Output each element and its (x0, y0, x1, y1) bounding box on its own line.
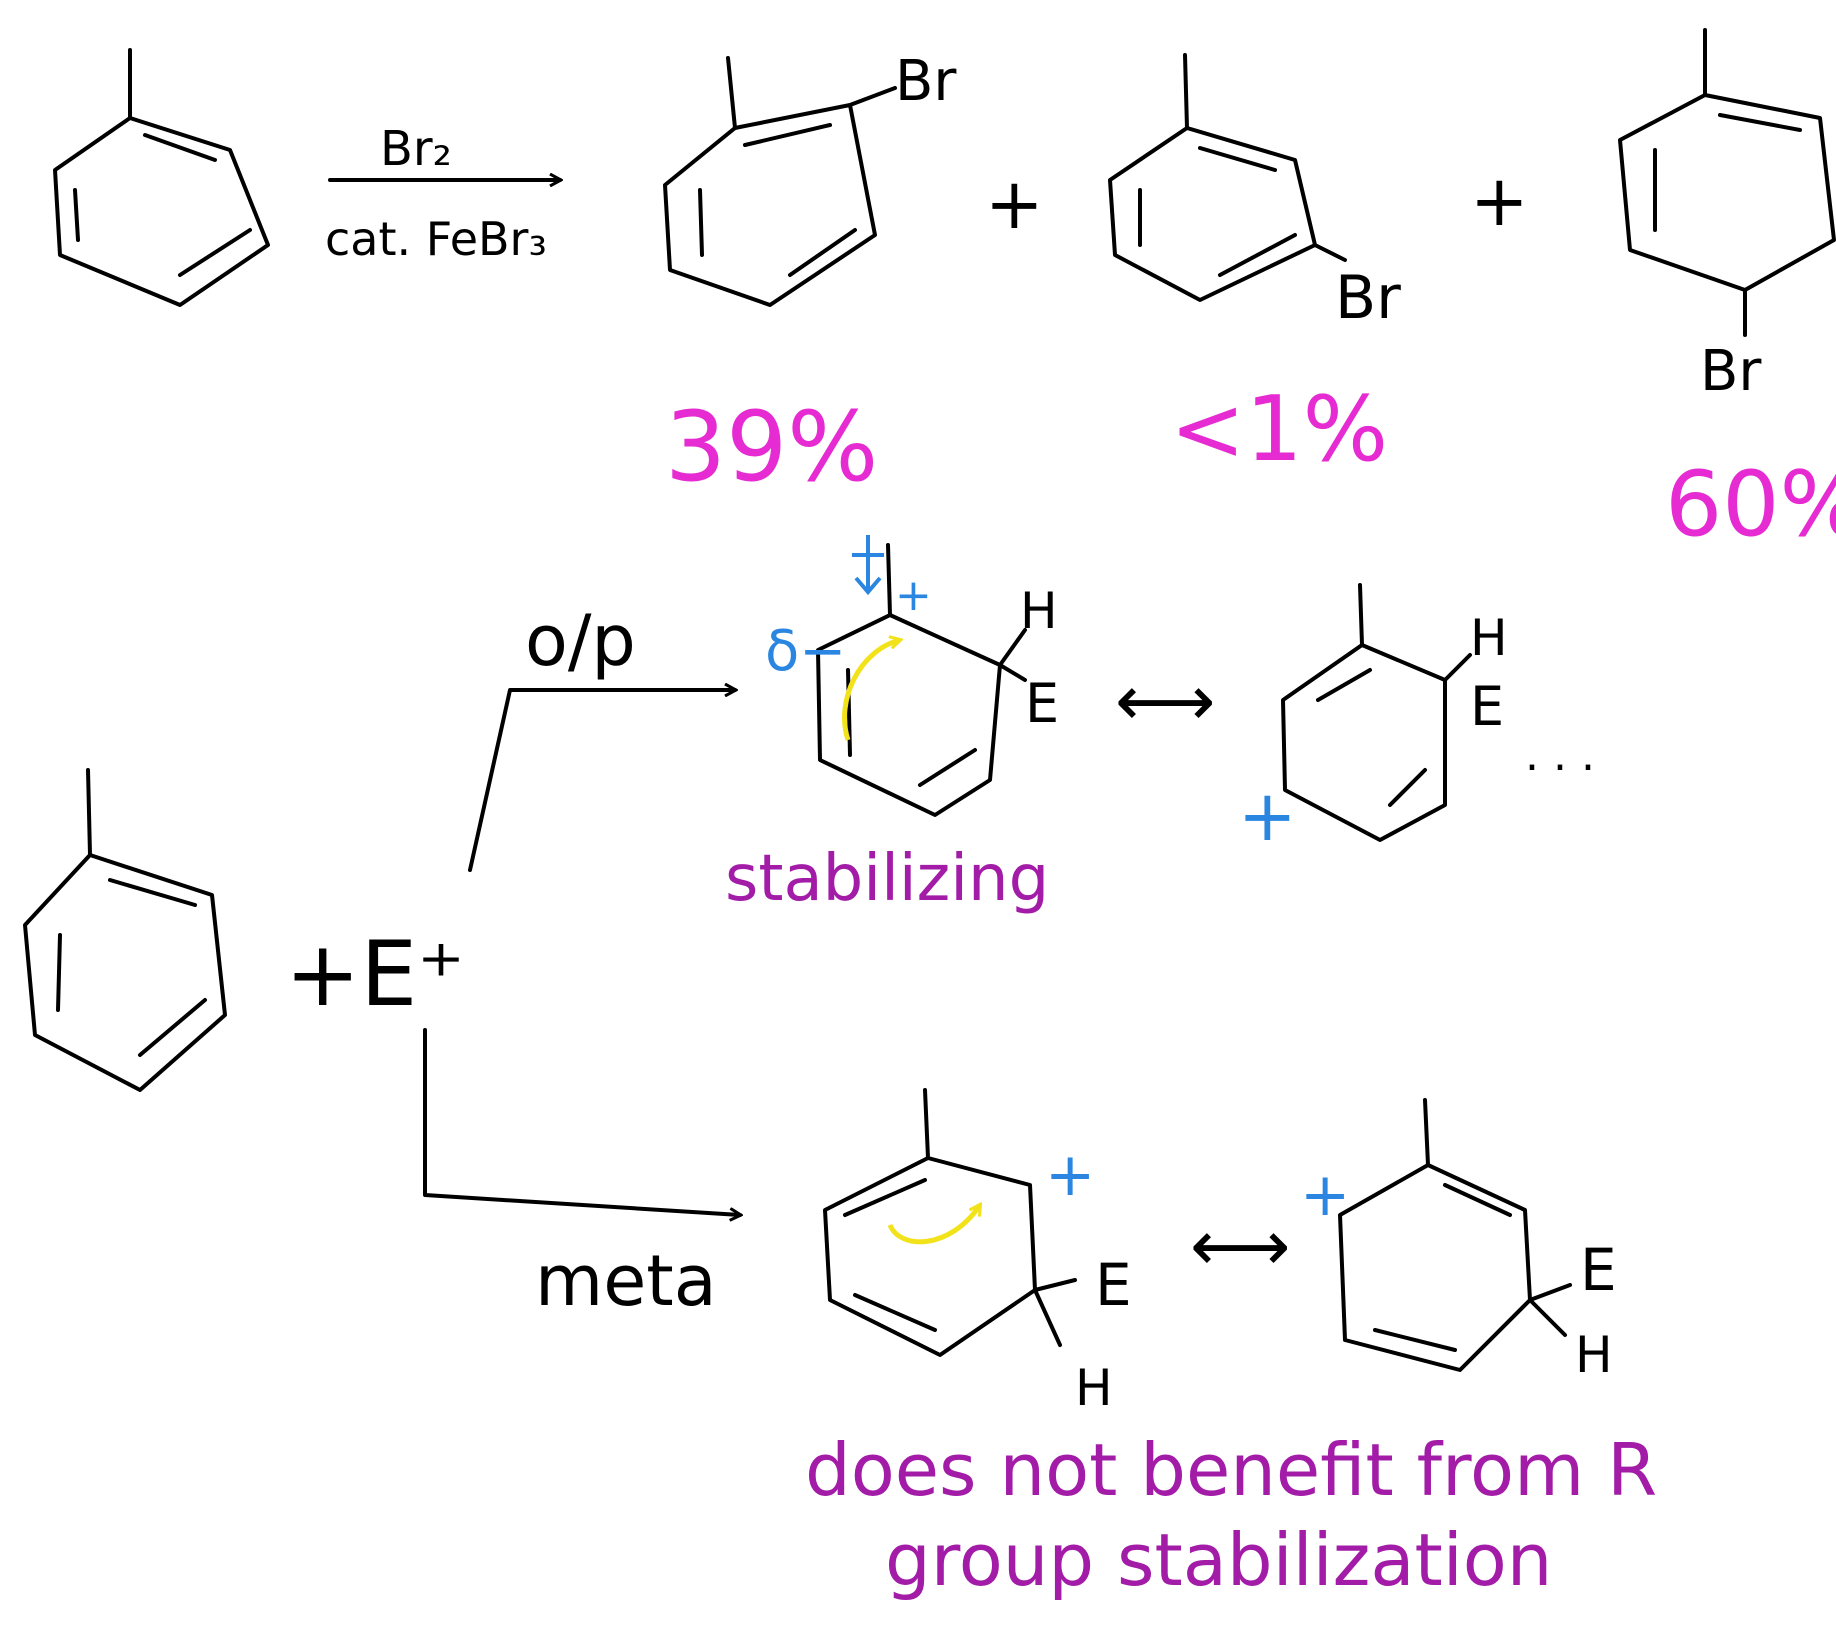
plus-sign-1: + (985, 163, 1044, 245)
meta-arenium-1 (823, 1088, 1077, 1357)
meta-yellow-arrow (887, 1205, 980, 1245)
meta-e-2: E (1580, 1236, 1617, 1304)
op-resonance-arrow: ⟷ (1115, 660, 1215, 742)
op-yellow-arrow (842, 640, 900, 741)
delta-plus: + (895, 570, 932, 621)
para-br-label: Br (1700, 339, 1762, 404)
op-h-2: H (1470, 609, 1508, 667)
op-arenium-2 (1281, 583, 1472, 842)
op-stabilizing-note: stabilizing (725, 842, 1049, 916)
op-e-bond-1 (998, 663, 1027, 682)
para-bromotoluene (1618, 28, 1836, 337)
op-h-1: H (1020, 582, 1058, 640)
ortho-percent: 39% (665, 391, 878, 503)
meta-note-line1: does not benefit from R (805, 1428, 1657, 1512)
meta-h-1: H (1075, 1359, 1113, 1417)
meta-arenium-2 (1338, 1098, 1572, 1372)
meta-percent: <1% (1170, 377, 1388, 482)
ortho-bromotoluene (663, 56, 897, 307)
e-plus-label: +E⁺ (285, 922, 465, 1027)
toluene-reactant-mechanism (23, 768, 227, 1092)
op-ellipsis: . . . (1525, 730, 1595, 781)
op-path-arrow (468, 690, 735, 872)
delta-minus: δ− (765, 619, 846, 684)
dipole-arrow-icon (852, 535, 884, 596)
reaction-arrow-top: Br₂ cat. FeBr₃ (325, 121, 560, 266)
reagent-febr3: cat. FeBr₃ (325, 212, 547, 266)
meta-h-2: H (1575, 1326, 1613, 1384)
para-percent: 60% (1665, 452, 1836, 557)
meta-br-label: Br (1335, 263, 1401, 333)
meta-path-arrow (423, 1028, 740, 1215)
reagent-br2: Br₂ (380, 121, 452, 177)
meta-resonance-arrow: ⟷ (1190, 1205, 1290, 1287)
meta-label: meta (535, 1240, 717, 1322)
meta-plus-1: + (1045, 1140, 1095, 1210)
plus-sign-2: + (1470, 160, 1529, 242)
meta-bromotoluene (1108, 53, 1347, 302)
ortho-br-label: Br (895, 49, 957, 114)
op-plus-2: + (1238, 775, 1297, 857)
toluene-reactant-top (53, 48, 270, 307)
op-label: o/p (525, 600, 636, 682)
meta-plus-2: + (1300, 1160, 1350, 1230)
op-e-1: E (1025, 672, 1059, 735)
op-e-2: E (1470, 675, 1504, 738)
meta-e-1: E (1095, 1251, 1132, 1319)
meta-note-line2: group stabilization (885, 1518, 1552, 1602)
